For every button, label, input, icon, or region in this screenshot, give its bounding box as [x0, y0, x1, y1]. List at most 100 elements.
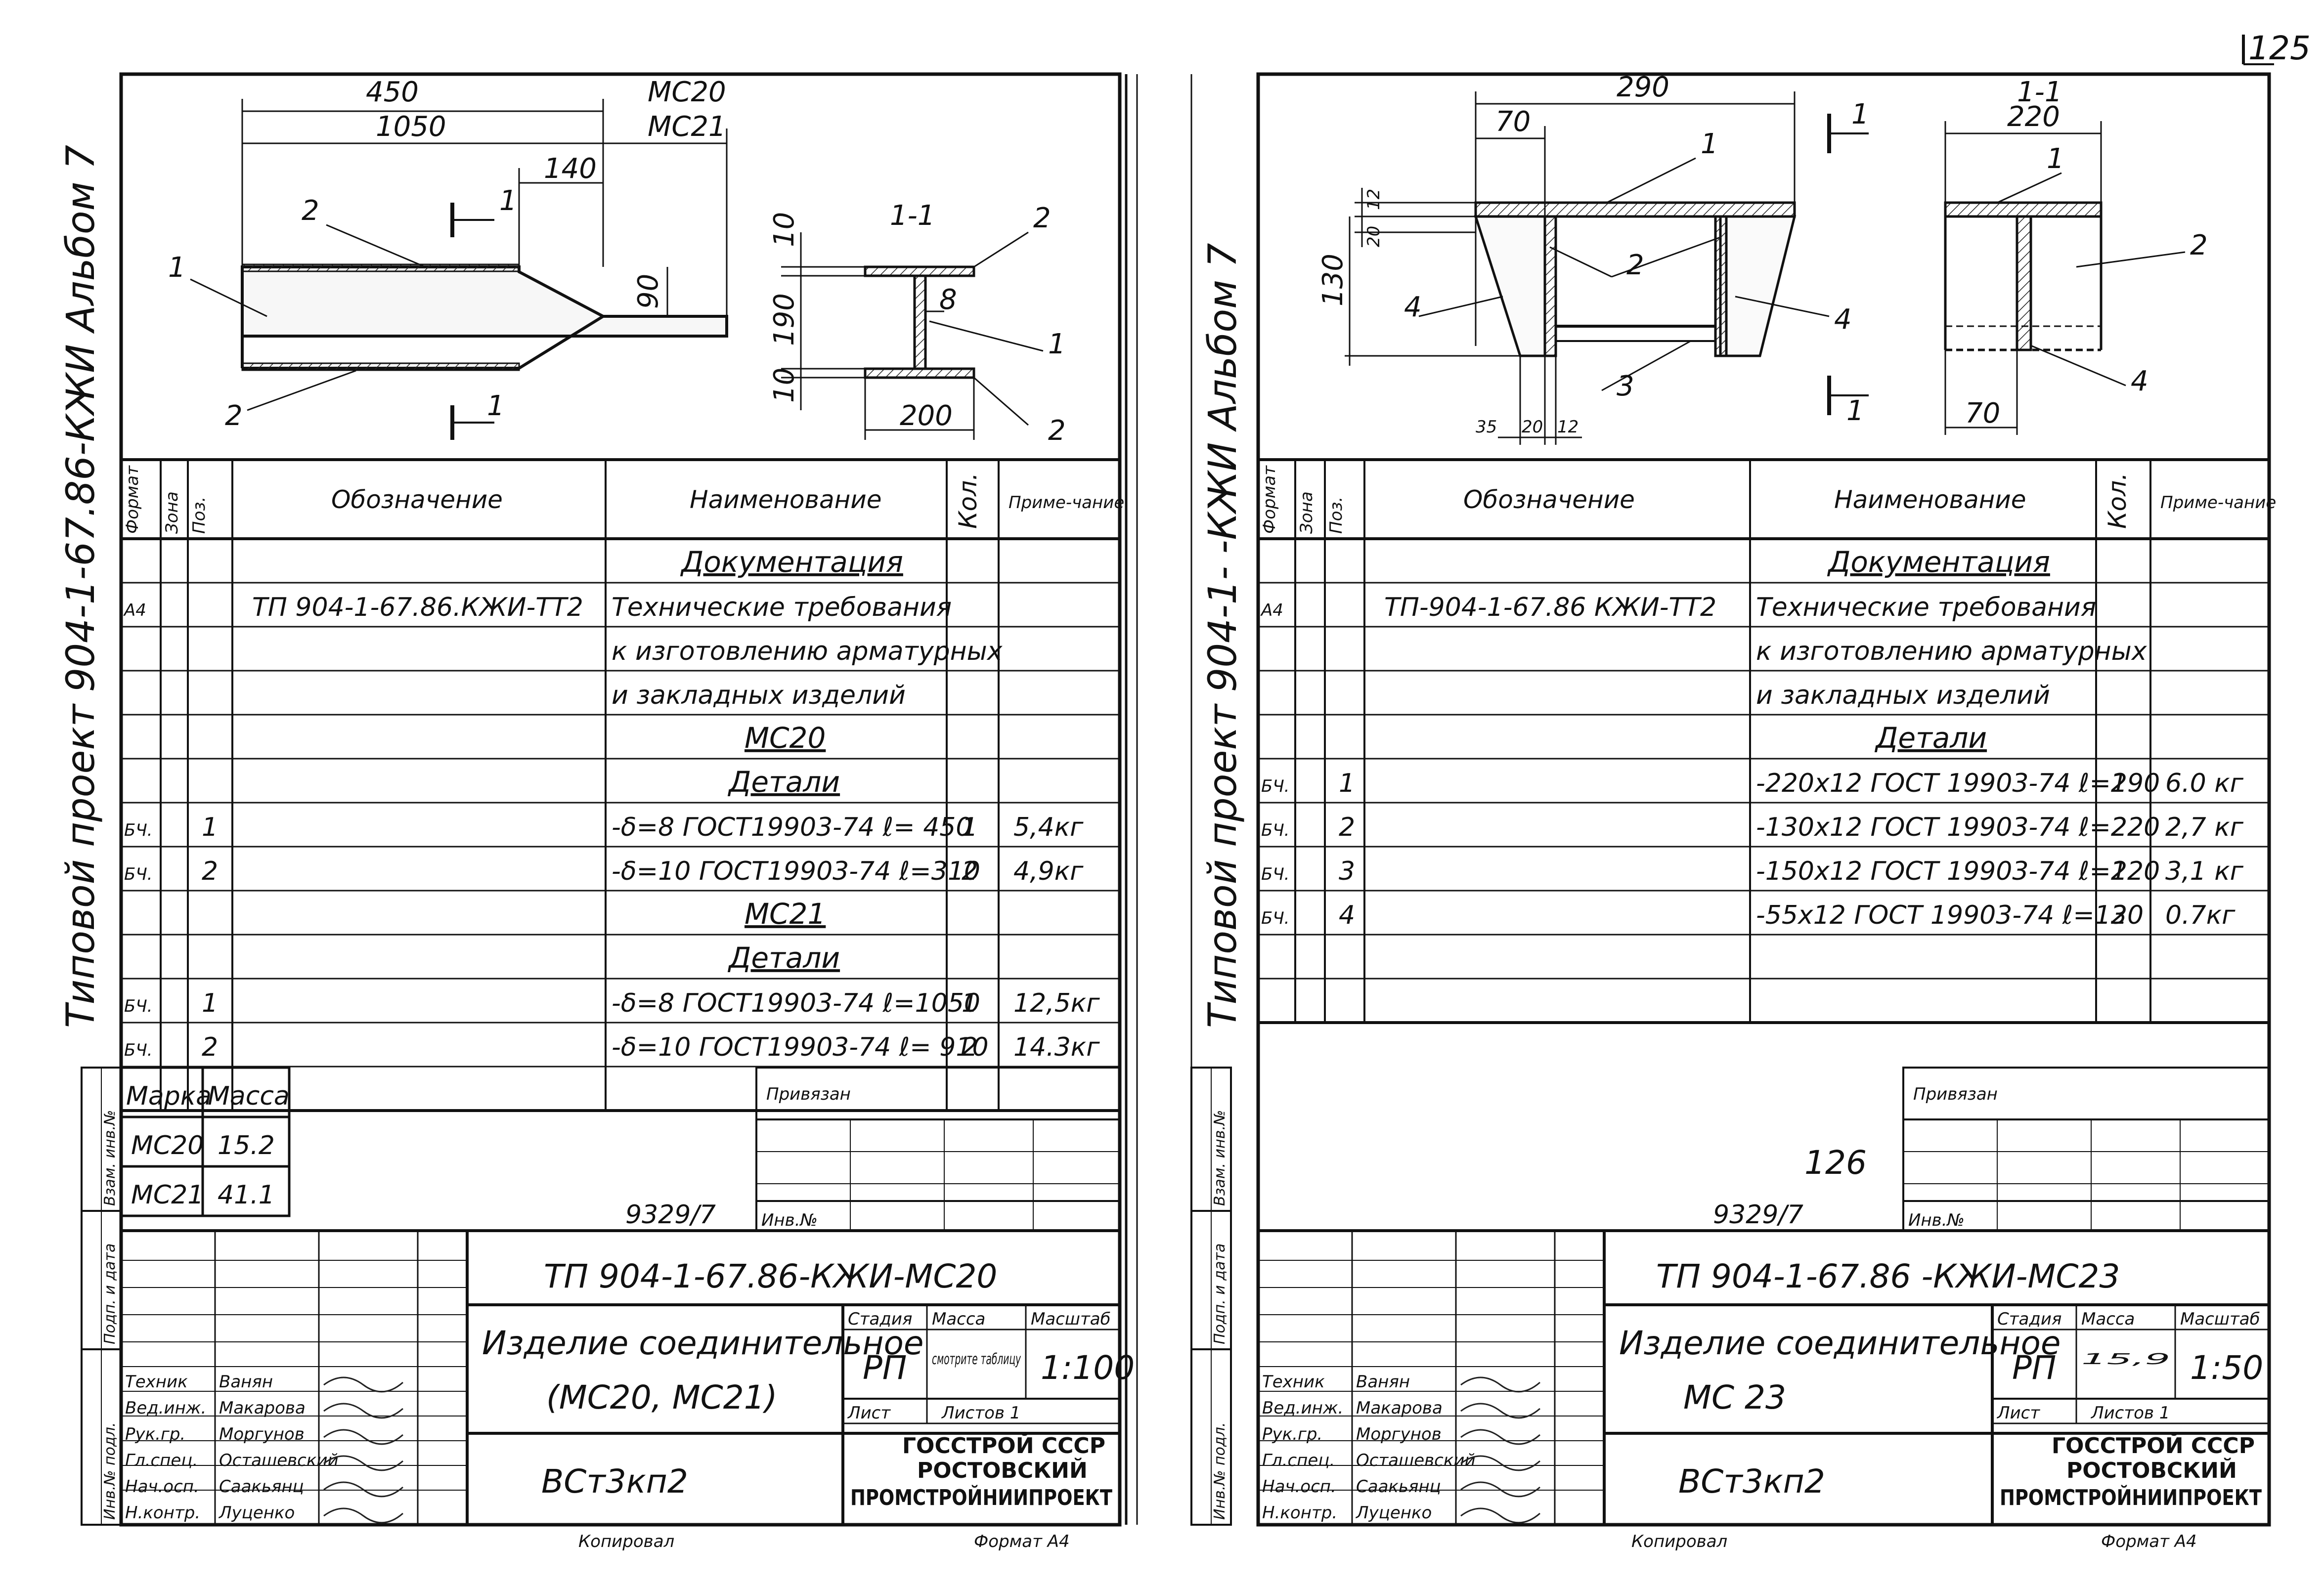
mass-value-mc20: 15.2 — [218, 1131, 275, 1160]
mass-mark-mc20: МС20 — [131, 1131, 204, 1160]
cell-note: 6.0 кг — [2165, 769, 2244, 798]
doc-code: ТП 904-1-67.86 -КЖИ-МС23 — [1656, 1257, 2120, 1295]
header-qty: Кол. — [954, 472, 982, 529]
right-margin-strip — [1190, 1067, 1232, 1526]
signer-role: Гл.спец. — [125, 1451, 198, 1470]
signer-name: Макарова — [1356, 1398, 1443, 1418]
mass-value: смотрите таблицу — [932, 1351, 1021, 1368]
dim-130: 130 — [1317, 254, 1349, 306]
scale-value: 1:100 — [1041, 1349, 1135, 1387]
r-section-mark-top: 1 — [1851, 98, 1869, 130]
section-leader-2b: 2 — [1048, 415, 1066, 447]
cell-note: 5,4кг — [1013, 813, 1084, 842]
scale-value: 1:50 — [2190, 1349, 2263, 1387]
cell-name: -220x12 ГОСТ 19903-74 ℓ=290 — [1756, 769, 2160, 798]
cell-pos: 1 — [202, 988, 218, 1018]
inv-label-right: Инв.№ — [1908, 1210, 1965, 1230]
left-drawing-elevation — [190, 99, 728, 440]
margin-label-inv-r: Инв.№ подл. — [1211, 1422, 1228, 1520]
signature-scribble — [1460, 1376, 1540, 1393]
margin-label-zam: Взам. инв.№ — [101, 1110, 119, 1206]
cell-note: 12,5кг — [1013, 988, 1100, 1018]
cell-qty: 2 — [2111, 901, 2127, 930]
sheet-label: Лист — [847, 1403, 891, 1423]
r-leader-1: 1 — [1701, 128, 1718, 160]
cell-format: БЧ. — [1261, 820, 1289, 840]
item-name: Изделие соединительное — [482, 1324, 923, 1362]
sheet-label: Лист — [1996, 1403, 2040, 1423]
stage-value: РП — [2012, 1349, 2056, 1387]
cell-qty: 1 — [962, 988, 978, 1018]
r-sec-leader-1: 1 — [2047, 143, 2064, 175]
header-qty: Кол. — [2103, 472, 2132, 529]
cell-note: 0.7кг — [2165, 901, 2236, 930]
r-section-label: 1-1 — [2017, 76, 2062, 108]
item-name: Изделие соединительное — [1619, 1324, 2061, 1362]
dim-10-top: 10 — [768, 212, 800, 247]
stage-label: Стадия — [1997, 1309, 2061, 1329]
signer-name: Осташевский — [219, 1451, 339, 1470]
r-section-mark-bottom: 1 — [1846, 395, 1864, 427]
signer-name: Саакьянц — [1356, 1477, 1441, 1497]
signer-role: Нач.осп. — [125, 1477, 199, 1497]
material: ВСт3кп2 — [1678, 1462, 1825, 1501]
section-label-left: 1-1 — [890, 200, 935, 232]
stage-label: Стадия — [848, 1309, 912, 1329]
cell-format: БЧ. — [124, 1040, 152, 1060]
dim-200: 200 — [900, 400, 953, 432]
cell-format: БЧ. — [124, 864, 152, 884]
material: ВСт3кп2 — [541, 1462, 688, 1501]
section-leader-1: 1 — [1048, 328, 1066, 360]
mass-mark-mc21: МС21 — [131, 1180, 204, 1210]
signer-role: Н.контр. — [1262, 1503, 1337, 1523]
cell-name: Технические требования — [612, 593, 952, 622]
cell-name: -δ=8 ГОСТ19903-74 ℓ= 450 — [612, 813, 972, 842]
signer-role: Вед.инж. — [1262, 1398, 1343, 1418]
section-mark-top: 1 — [499, 185, 517, 217]
dim-140: 140 — [544, 153, 597, 185]
page-number: 125 — [2242, 29, 2311, 67]
signature-scribble — [1460, 1481, 1540, 1498]
privyazan-right — [1902, 1067, 2270, 1232]
header-designation: Обозначение — [1463, 485, 1635, 514]
cell-name: -δ=8 ГОСТ19903-74 ℓ=1050 — [612, 988, 980, 1018]
footer-copied-left: Копировал — [578, 1532, 674, 1551]
dim-10-bottom: 10 — [768, 368, 800, 403]
header-pos: Поз. — [189, 497, 209, 534]
signer-role: Вед.инж. — [125, 1398, 206, 1418]
cell-qty: 2 — [962, 1032, 978, 1062]
footer-copied-right: Копировал — [1631, 1532, 1727, 1551]
left-drawing-section — [781, 231, 1044, 440]
privyazan-label-left: Привязан — [766, 1084, 851, 1104]
signer-role: Н.контр. — [125, 1503, 200, 1523]
org-line-2: РОСТОВСКИЙ — [2066, 1457, 2237, 1483]
signer-name: Ванян — [1356, 1372, 1410, 1392]
dim-70-section: 70 — [1965, 397, 2000, 429]
cell-format: БЧ. — [1261, 864, 1289, 884]
mass-value-mc21: 41.1 — [218, 1180, 275, 1210]
header-note: Приме-чание — [2160, 493, 2276, 513]
r-leader-4b: 4 — [1834, 303, 1852, 336]
signature-scribble — [1460, 1507, 1540, 1524]
scale-label: Масштаб — [2180, 1309, 2260, 1329]
r-leader-3: 3 — [1617, 370, 1634, 402]
right-drawing-section — [1944, 121, 2186, 435]
sheets-count: Листов 1 — [2090, 1403, 2170, 1423]
org-line-3: ПРОМСТРОЙНИИПРОЕКТ — [2000, 1484, 2262, 1510]
cell-format: А4 — [1260, 601, 1283, 620]
signer-role: Техник — [125, 1372, 188, 1392]
signer-name: Ванян — [219, 1372, 273, 1392]
scale-label: Масштаб — [1031, 1309, 1111, 1329]
cell-name: Технические требования — [1756, 593, 2096, 622]
cell-name: -130x12 ГОСТ 19903-74 ℓ=220 — [1756, 813, 2160, 842]
dim-20-bottom: 20 — [1522, 417, 1543, 437]
dim-12-left: 12 — [1364, 189, 1384, 210]
org-line-3: ПРОМСТРОЙНИИПРОЕКТ — [850, 1484, 1112, 1510]
cell-pos: 4 — [1339, 901, 1355, 930]
org-line-1: ГОССТРОЙ СССР — [902, 1432, 1105, 1459]
dim-190: 190 — [768, 293, 800, 346]
header-pos: Поз. — [1326, 497, 1346, 534]
